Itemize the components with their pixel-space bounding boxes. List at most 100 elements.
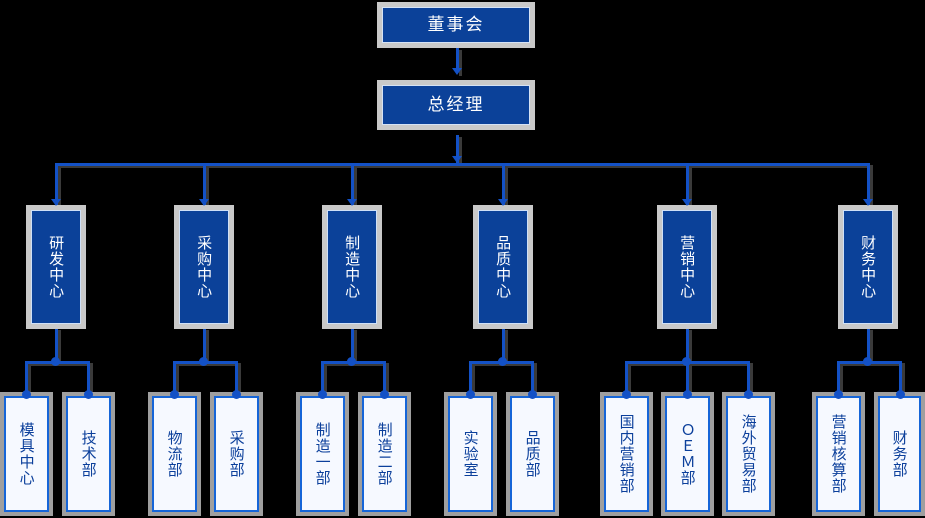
node-dept-lab[interactable]: 实验室 bbox=[444, 392, 497, 516]
node-dept-quality[interactable]: 品质部 bbox=[506, 392, 559, 516]
node-board[interactable]: 董事会 bbox=[377, 2, 535, 48]
node-center-rd[interactable]: 研发中心 bbox=[26, 205, 86, 329]
node-dept-domestic-sales[interactable]: 国内营销部 bbox=[600, 392, 653, 516]
node-dept-quality-label: 品质部 bbox=[510, 396, 555, 512]
node-general-manager[interactable]: 总经理 bbox=[377, 80, 535, 130]
node-dept-purchase[interactable]: 采购部 bbox=[210, 392, 263, 516]
connector-shadow bbox=[354, 330, 357, 363]
junction-dot bbox=[318, 390, 327, 399]
connector-shadow bbox=[58, 330, 61, 363]
connector-shadow bbox=[176, 363, 179, 395]
connector-bus-to-rd bbox=[55, 163, 58, 206]
node-dept-purchase-label: 采购部 bbox=[214, 396, 259, 512]
node-dept-finance[interactable]: 财务部 bbox=[874, 392, 925, 516]
junction-dot bbox=[466, 390, 475, 399]
node-center-manufacture-label: 制造中心 bbox=[327, 210, 377, 324]
node-dept-overseas-trade-label: 海外贸易部 bbox=[726, 396, 771, 512]
node-dept-mfg-1[interactable]: 制造一部 bbox=[296, 392, 349, 516]
connector-shadow bbox=[324, 363, 386, 366]
node-dept-domestic-sales-label: 国内营销部 bbox=[604, 396, 649, 512]
node-dept-mfg-2[interactable]: 制造二部 bbox=[358, 392, 411, 516]
connector-shadow bbox=[58, 165, 870, 168]
node-center-purchasing[interactable]: 采购中心 bbox=[174, 205, 234, 329]
node-center-quality[interactable]: 品质中心 bbox=[473, 205, 533, 329]
connector-purchasing-down bbox=[203, 328, 206, 363]
junction-dot bbox=[170, 390, 179, 399]
node-center-marketing[interactable]: 营销中心 bbox=[657, 205, 717, 329]
node-dept-overseas-trade[interactable]: 海外贸易部 bbox=[722, 392, 775, 516]
connector-shadow bbox=[459, 137, 462, 167]
node-dept-mfg-2-label: 制造二部 bbox=[362, 396, 407, 512]
node-dept-oem[interactable]: ＯＥＭ部 bbox=[661, 392, 714, 516]
node-dept-sales-accounting[interactable]: 营销核算部 bbox=[812, 392, 865, 516]
connector-rd-to-mold bbox=[25, 361, 28, 395]
arrow-to-purchasing bbox=[199, 199, 209, 206]
node-dept-finance-label: 财务部 bbox=[878, 396, 921, 512]
connector-rd-to-tech bbox=[87, 361, 90, 395]
connector-rd-down bbox=[55, 328, 58, 363]
node-general-manager-label: 总经理 bbox=[382, 85, 530, 125]
node-dept-oem-label: ＯＥＭ部 bbox=[665, 396, 710, 512]
connector-bus-to-manufacture bbox=[351, 163, 354, 206]
connector-purchasing-to-purchase bbox=[235, 361, 238, 395]
junction-dot bbox=[347, 357, 356, 366]
junction-dot bbox=[528, 390, 537, 399]
connector-manufacture-down bbox=[351, 328, 354, 363]
connector-shadow bbox=[58, 165, 61, 206]
node-dept-sales-accounting-label: 营销核算部 bbox=[816, 396, 861, 512]
connector-shadow bbox=[902, 363, 905, 395]
connector-purchasing-to-logistics bbox=[173, 361, 176, 395]
connector-shadow bbox=[386, 363, 389, 395]
arrow-to-rd bbox=[51, 199, 61, 206]
connector-finance-down bbox=[867, 328, 870, 363]
connector-shadow bbox=[472, 363, 475, 395]
arrow-to-quality bbox=[498, 199, 508, 206]
junction-dot bbox=[199, 357, 208, 366]
connector-bus-level2 bbox=[55, 163, 867, 166]
node-dept-tech[interactable]: 技术部 bbox=[62, 392, 115, 516]
connector-marketing-to-domestic bbox=[625, 361, 628, 395]
connector-shadow bbox=[238, 363, 241, 395]
connector-shadow bbox=[628, 363, 631, 395]
node-dept-mold-label: 模具中心 bbox=[4, 396, 49, 512]
node-center-finance[interactable]: 财务中心 bbox=[838, 205, 898, 329]
connector-shadow bbox=[840, 363, 843, 395]
node-center-finance-label: 财务中心 bbox=[843, 210, 893, 324]
junction-dot bbox=[682, 357, 691, 366]
connector-bus-to-quality bbox=[502, 163, 505, 206]
connector-shadow bbox=[505, 330, 508, 363]
connector-finance-to-financedept bbox=[899, 361, 902, 395]
connector-shadow bbox=[459, 50, 462, 76]
connector-quality-to-qualitydept bbox=[531, 361, 534, 395]
junction-dot bbox=[744, 390, 753, 399]
arrow-to-manufacture bbox=[347, 199, 357, 206]
junction-dot bbox=[84, 390, 93, 399]
node-center-manufacture[interactable]: 制造中心 bbox=[322, 205, 382, 329]
connector-shadow bbox=[870, 165, 873, 206]
connector-quality-down bbox=[502, 328, 505, 363]
junction-dot bbox=[863, 357, 872, 366]
connector-board-to-gm bbox=[456, 48, 459, 72]
arrow-board-to-gm bbox=[452, 68, 462, 75]
junction-dot bbox=[683, 390, 692, 399]
node-center-quality-label: 品质中心 bbox=[478, 210, 528, 324]
connector-shadow bbox=[90, 363, 93, 395]
connector-marketing-down bbox=[686, 328, 689, 363]
connector-shadow bbox=[206, 330, 209, 363]
connector-shadow bbox=[750, 363, 753, 395]
junction-dot bbox=[22, 390, 31, 399]
node-center-marketing-label: 营销中心 bbox=[662, 210, 712, 324]
node-dept-logistics[interactable]: 物流部 bbox=[148, 392, 201, 516]
connector-shadow bbox=[206, 165, 209, 206]
connector-bus-to-marketing bbox=[686, 163, 689, 206]
node-center-rd-label: 研发中心 bbox=[31, 210, 81, 324]
junction-dot bbox=[896, 390, 905, 399]
node-center-purchasing-label: 采购中心 bbox=[179, 210, 229, 324]
node-dept-mold[interactable]: 模具中心 bbox=[0, 392, 53, 516]
junction-dot bbox=[51, 357, 60, 366]
connector-manufacture-to-mfg1 bbox=[321, 361, 324, 395]
junction-dot bbox=[232, 390, 241, 399]
arrow-gm-bus bbox=[452, 156, 462, 163]
connector-shadow bbox=[505, 165, 508, 206]
